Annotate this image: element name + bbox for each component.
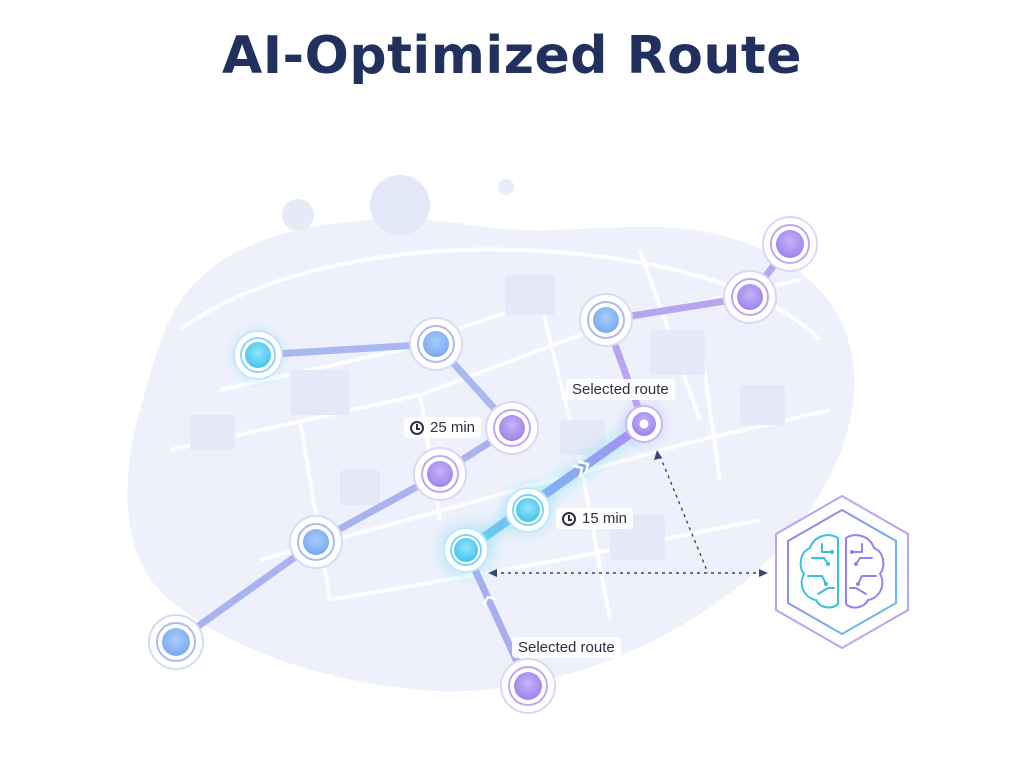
route-node[interactable] [409, 317, 463, 371]
ai-brain-badge[interactable] [775, 494, 909, 650]
clock-icon [410, 420, 424, 435]
route-node[interactable] [224, 321, 292, 389]
selected-route-label-top: Selected route [566, 379, 675, 400]
route-node[interactable] [413, 447, 467, 501]
travel-time-long: 25 min [404, 417, 482, 438]
route-node[interactable] [723, 270, 777, 324]
clock-icon [562, 511, 576, 526]
nodes[interactable] [148, 216, 818, 714]
route-node-end[interactable] [762, 216, 818, 272]
travel-time-short-value: 15 min [582, 510, 628, 527]
travel-time-short: 15 min [556, 508, 634, 529]
page-title: AI-Optimized Route [221, 26, 803, 86]
route-node[interactable] [289, 515, 343, 569]
route-node[interactable] [500, 658, 556, 714]
selected-route-label-bottom: Selected route [512, 637, 621, 658]
chevron-right-icon [482, 595, 498, 606]
selected-route-destination[interactable] [614, 394, 674, 454]
travel-time-long-value: 25 min [430, 419, 476, 436]
brain-icon [799, 534, 885, 609]
selected-route-waypoint[interactable] [494, 476, 562, 544]
city-blocks [190, 275, 785, 560]
selected-route-origin[interactable] [428, 512, 504, 588]
route-node[interactable] [485, 401, 539, 455]
route-node[interactable] [579, 293, 633, 347]
route-node-start[interactable] [148, 614, 204, 670]
chevron-right-icon [572, 464, 584, 478]
chevron-right-icon [578, 460, 590, 474]
